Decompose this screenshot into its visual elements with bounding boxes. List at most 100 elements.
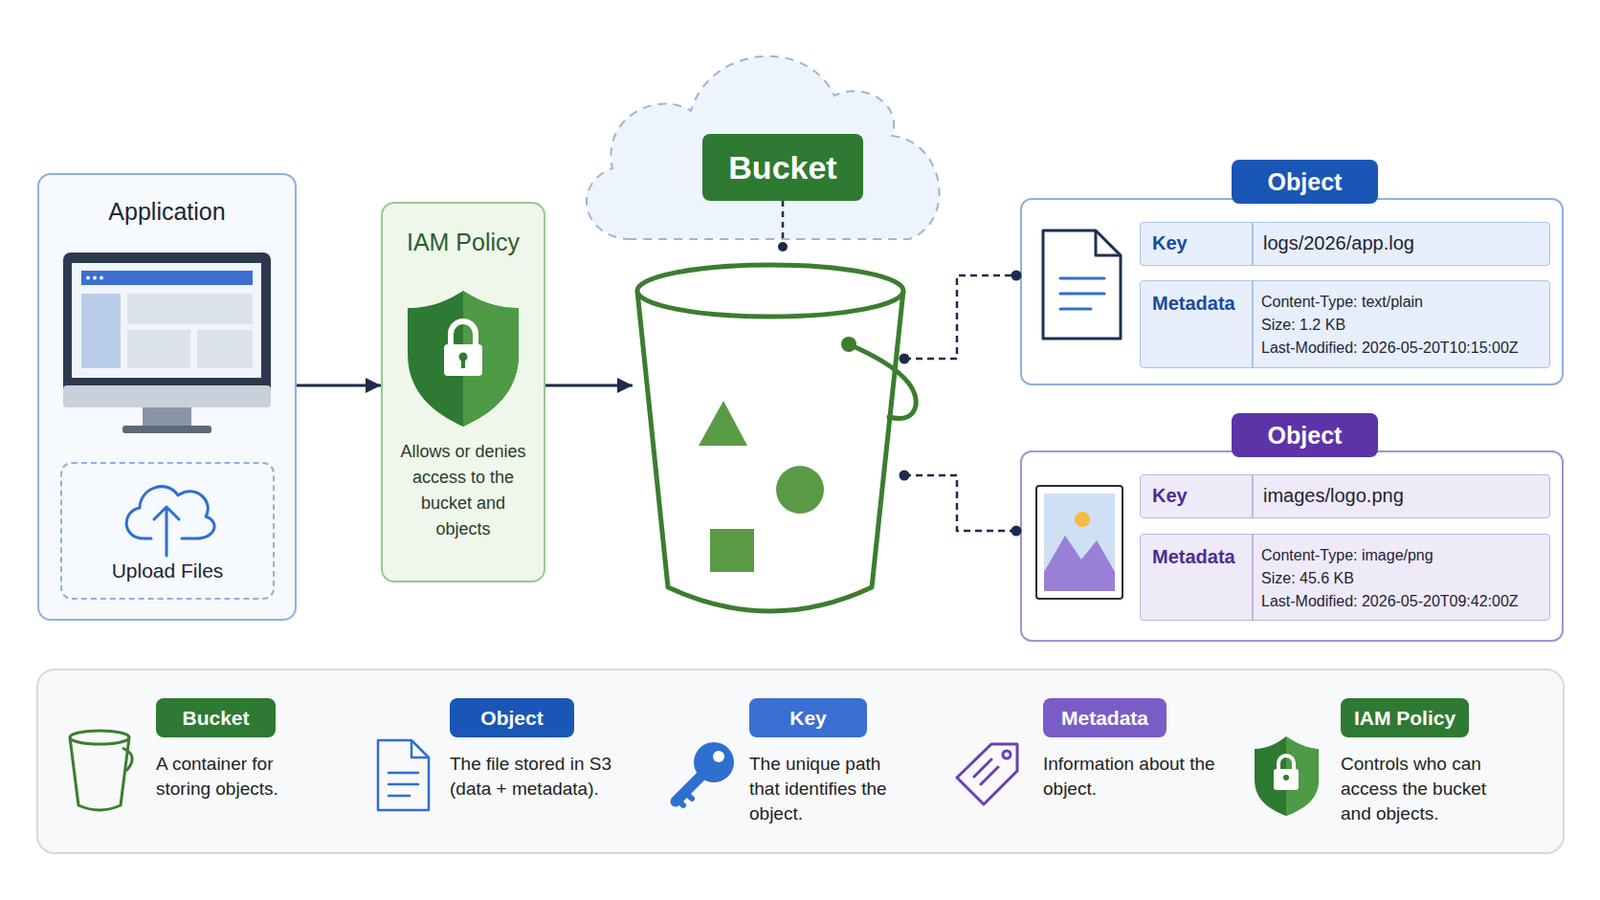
bucket-body [637, 290, 904, 612]
document-outline [1043, 230, 1121, 339]
document-lines [388, 773, 419, 797]
screen-panel [127, 330, 191, 369]
node-text: Last-Modified: 2026-05-20T09:42:00Z [1261, 591, 1547, 613]
key-hole [712, 751, 725, 763]
key-row: Key logs/2026/app.log [1139, 222, 1551, 267]
connector-dot [1011, 270, 1023, 282]
image-sky [1044, 493, 1115, 592]
application-box: ApplicationUpload Files [37, 173, 297, 622]
padlock-keyhole [1283, 775, 1289, 781]
bucket-rim [69, 731, 130, 745]
leader-line [781, 200, 785, 247]
shield-shape [1254, 736, 1319, 817]
node-text: Key [1152, 222, 1248, 265]
node-text: logs/2026/app.log [1263, 222, 1541, 265]
bucket-rim [637, 265, 904, 317]
legend-description: Controls who can access the bucket and o… [1340, 752, 1513, 827]
padlock-keyhole [459, 353, 468, 362]
screen-sidebar [81, 293, 121, 369]
row-divider [1251, 475, 1254, 518]
padlock-body [444, 344, 483, 377]
node-text: Bucket [155, 698, 276, 738]
legend-tag: Object [449, 698, 575, 738]
circle-shape [776, 466, 824, 514]
key-teeth [677, 792, 692, 806]
object-panel: ObjectKeylogs/2026/app.logMetadataConten… [1020, 198, 1564, 386]
node-text: IAM Policy [382, 226, 544, 259]
node-text: Content-Type: text/plain [1261, 291, 1547, 313]
document-outline [377, 740, 429, 811]
row-divider [1251, 281, 1254, 368]
node-text: Key [749, 698, 867, 738]
connector-line [296, 384, 381, 388]
node-text: Object [1231, 159, 1378, 204]
cloud-shape [126, 487, 215, 539]
tag-outline [956, 744, 1018, 805]
monitor-icon [63, 252, 271, 434]
screen-dot [86, 276, 90, 281]
node-text: Key [1152, 475, 1248, 517]
connector-line [545, 384, 633, 388]
connector-dot [899, 354, 911, 365]
screen-topbar [81, 270, 253, 286]
node-text: Bucket [702, 133, 864, 201]
screen-panel [127, 293, 253, 325]
node-text: IAM Policy [1340, 698, 1469, 738]
policy-box: IAM PolicyAllows or denies access to the… [380, 201, 546, 583]
shield-icon [407, 290, 519, 427]
screen-dot [99, 276, 104, 281]
connector [296, 385, 381, 387]
monitor-frame [63, 252, 271, 408]
legend-panel [37, 669, 1564, 854]
node-text: Content-Type: image/png [1261, 545, 1547, 567]
node-text: Object [1231, 413, 1378, 458]
metadata-row: MetadataContent-Type: image/pngSize: 45.… [1139, 533, 1551, 622]
handle-joint [841, 336, 857, 353]
screen-dot [92, 276, 97, 281]
image-sun [1074, 511, 1090, 528]
legend-tag-icon [956, 744, 1018, 805]
document-fold [411, 740, 429, 758]
monitor-neck [142, 407, 192, 427]
monitor-base [122, 425, 212, 434]
shield-highlight [1286, 736, 1319, 817]
object-panel: ObjectKeyimages/logo.pngMetadataContent-… [1020, 450, 1564, 643]
tag-hole [1002, 751, 1011, 759]
document-icon [1043, 230, 1121, 339]
node-text: Size: 1.2 KB [1261, 314, 1547, 336]
legend-tag: Key [749, 698, 867, 738]
legend-description: The file stored in S3 (data + metadata). [449, 752, 642, 802]
legend-key-icon [675, 742, 734, 806]
monitor-chin [63, 385, 271, 408]
document-lines [1060, 278, 1105, 310]
node-text: images/logo.png [1263, 475, 1541, 517]
image-icon [1036, 486, 1123, 600]
connector-dot [1011, 526, 1023, 537]
image-frame [1036, 486, 1123, 600]
tag-lines [974, 759, 999, 785]
legend-tag: Bucket [155, 698, 276, 738]
padlock-keyhole [461, 358, 466, 369]
padlock-body [1273, 769, 1299, 791]
node-text: Upload Files [62, 557, 273, 584]
legend-description: The unique path that identifies the obje… [749, 752, 908, 827]
key-row: Key images/logo.png [1139, 474, 1551, 519]
connector [545, 385, 633, 387]
legend-tag: IAM Policy [1340, 698, 1469, 738]
shield-highlight [463, 290, 519, 427]
connector [899, 270, 1023, 365]
screen-panel [197, 330, 253, 369]
shield-shape [407, 290, 519, 427]
row-divider [1251, 222, 1254, 266]
metadata-row: MetadataContent-Type: text/plainSize: 1.… [1139, 280, 1551, 369]
padlock-shackle [1278, 755, 1294, 771]
leader-dot [777, 242, 788, 252]
connector [899, 470, 1023, 537]
bucket-handle [122, 748, 133, 772]
node-text: Metadata [1152, 544, 1252, 570]
cloud-outline [586, 56, 940, 240]
key-bow [693, 742, 734, 783]
bucket-shape [632, 133, 905, 613]
upload-arrow [154, 507, 179, 556]
